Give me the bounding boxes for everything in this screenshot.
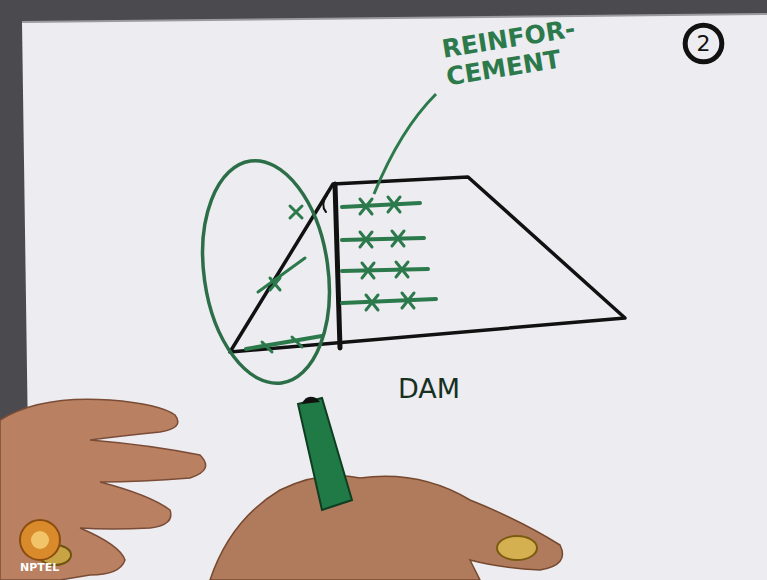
finger-ring	[497, 536, 537, 560]
marker-pen	[298, 398, 352, 510]
logo-emblem	[31, 531, 49, 549]
sketch-mark	[323, 195, 327, 212]
interface-line	[335, 184, 340, 348]
dam-outline	[230, 177, 625, 352]
paper-edge	[22, 14, 767, 22]
watermark-logo: NPTEL	[20, 562, 59, 574]
reinforcement-label: REINFOR- CEMENT	[440, 13, 597, 91]
logo-emblem	[20, 520, 60, 560]
number-circle-outline	[685, 25, 722, 62]
left-hand	[0, 399, 206, 580]
page-number: 2	[697, 31, 711, 56]
highlight-circle	[189, 152, 343, 391]
circled-number: 2	[684, 24, 723, 63]
marker-tip	[302, 397, 320, 404]
leader-line	[374, 94, 436, 194]
dam-section	[230, 177, 625, 352]
dam-label: DAM	[398, 374, 460, 404]
reinforcement-bars	[246, 197, 436, 352]
right-hand	[210, 476, 563, 580]
